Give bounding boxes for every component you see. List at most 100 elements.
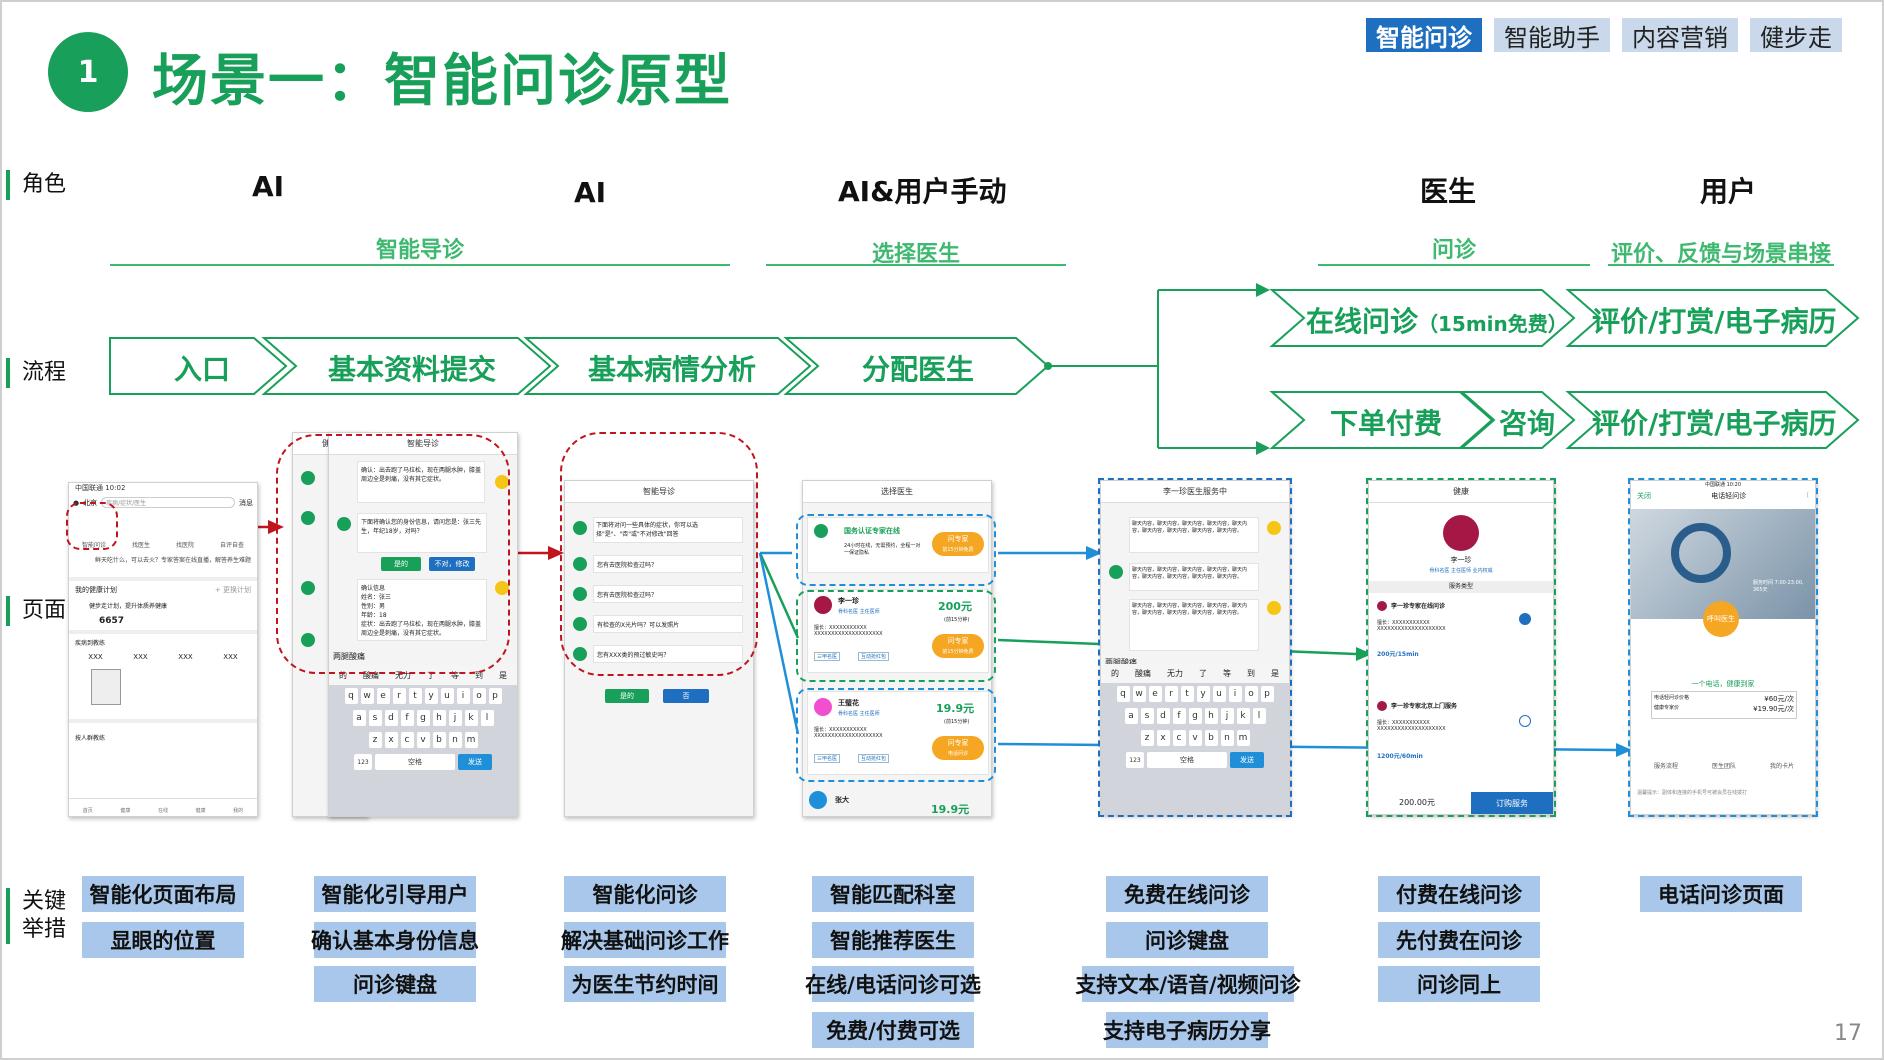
promo-text[interactable]: 鲜天吃什么，可以去火？专家答案在线直播，解答养生难题 <box>95 557 252 564</box>
option-online-title[interactable]: 李一珍专家在线问诊 <box>1391 603 1446 610</box>
key[interactable]: d <box>384 710 398 726</box>
send-key[interactable]: 发送 <box>458 754 492 770</box>
key[interactable]: t <box>1180 686 1194 702</box>
home-tab-self-check[interactable]: 自评自查 <box>219 542 244 549</box>
answer-yes-button[interactable]: 是的 <box>605 689 649 703</box>
key[interactable]: u <box>1212 686 1226 702</box>
key[interactable]: s <box>368 710 382 726</box>
call-doctor-button[interactable]: 呼叫医生 <box>1703 601 1739 637</box>
key[interactable]: t <box>408 688 422 704</box>
key[interactable]: d <box>1156 708 1170 724</box>
suggest-word[interactable]: 到 <box>475 671 483 680</box>
key[interactable]: z <box>368 732 382 748</box>
key[interactable]: v <box>416 732 430 748</box>
key[interactable]: y <box>424 688 438 704</box>
key[interactable]: u <box>440 688 454 704</box>
home-tab-smart-consult[interactable]: 智能问诊 <box>81 542 106 549</box>
consult-keyboard[interactable]: 的 酸痛 无力 了 等 到 是 q w e r t y u i o p <box>329 666 517 816</box>
suggest-word[interactable]: 无力 <box>395 671 411 680</box>
number-key[interactable]: 123 <box>1126 752 1144 768</box>
grid-item[interactable]: XXX <box>88 653 103 661</box>
key[interactable]: r <box>1164 686 1178 702</box>
key[interactable]: l <box>1252 708 1266 724</box>
nav-health-2[interactable]: 健康 <box>195 808 206 814</box>
key[interactable]: x <box>1156 730 1170 746</box>
order-service-button[interactable]: 订购服务 <box>1471 792 1553 814</box>
key[interactable]: q <box>1116 686 1130 702</box>
key[interactable]: o <box>1244 686 1258 702</box>
key[interactable]: h <box>1204 708 1218 724</box>
option-home-title[interactable]: 李一珍专家北京上门服务 <box>1391 703 1458 710</box>
key[interactable]: z <box>1140 730 1154 746</box>
key[interactable]: e <box>1148 686 1162 702</box>
key[interactable]: m <box>1236 730 1250 746</box>
phone-consult-button[interactable]: 问专家电话问诊 <box>932 736 984 760</box>
nav-online[interactable]: 在线 <box>157 808 168 814</box>
consult-keyboard[interactable]: 的 酸痛 无力 了 等 到 是 q w e r t y u i o p <box>1101 664 1289 814</box>
key[interactable]: q <box>344 688 358 704</box>
key[interactable]: f <box>400 710 414 726</box>
key[interactable]: b <box>1204 730 1218 746</box>
nav-home[interactable]: 首页 <box>82 808 93 814</box>
space-key[interactable]: 空格 <box>1147 752 1227 768</box>
key[interactable]: o <box>472 688 486 704</box>
doctor-card-wang[interactable]: 王璧花 骨科名医 主任医师 19.9元 (前15分钟) 擅长：XXXXXXXXX… <box>807 691 989 775</box>
confirm-yes-button[interactable]: 是的 <box>381 557 421 571</box>
key[interactable]: f <box>1172 708 1186 724</box>
key[interactable]: m <box>464 732 478 748</box>
home-tab-find-hospital[interactable]: 找医院 <box>175 542 194 549</box>
key[interactable]: w <box>1132 686 1146 702</box>
answer-no-button[interactable]: 否 <box>663 689 709 703</box>
expert-online-card[interactable]: 国务认证专家在线 24小时在线，无需预约，全程一对一保证隐私 问专家前15分钟免… <box>807 517 989 573</box>
key[interactable]: j <box>1220 708 1234 724</box>
doctor-card-li[interactable]: 李一珍 骨科名医 主任医师 200元 (前15分钟) 擅长：XXXXXXXXXX… <box>807 589 989 673</box>
tab-smart-consult[interactable]: 智能问诊 <box>1366 18 1482 52</box>
checkmark-icon[interactable] <box>1519 613 1531 625</box>
tab-content-marketing[interactable]: 内容营销 <box>1622 18 1738 52</box>
message-link[interactable]: 消息 <box>239 498 253 507</box>
key[interactable]: k <box>464 710 478 726</box>
ask-expert-button[interactable]: 问专家前15分钟免费 <box>932 532 984 556</box>
close-link[interactable]: 关闭 <box>1637 492 1651 500</box>
key[interactable]: c <box>1172 730 1186 746</box>
key[interactable]: n <box>1220 730 1234 746</box>
suggest-word[interactable]: 是 <box>1271 669 1279 678</box>
space-key[interactable]: 空格 <box>375 754 455 770</box>
key[interactable]: i <box>1228 686 1242 702</box>
chat-input[interactable]: 两腿酸痛 <box>333 652 365 661</box>
suggest-word[interactable]: 的 <box>339 671 347 680</box>
key[interactable]: a <box>352 710 366 726</box>
key[interactable]: i <box>456 688 470 704</box>
key[interactable]: p <box>1260 686 1274 702</box>
send-key[interactable]: 发送 <box>1230 752 1264 768</box>
suggest-word[interactable]: 等 <box>1223 669 1231 678</box>
key[interactable]: g <box>416 710 430 726</box>
ask-doctor-button[interactable]: 问专家前15分钟免费 <box>932 634 984 658</box>
key[interactable]: a <box>1124 708 1138 724</box>
grid-item[interactable]: XXX <box>133 653 148 661</box>
my-card-item[interactable]: 我的卡片 <box>1769 763 1794 770</box>
key[interactable]: y <box>1196 686 1210 702</box>
suggest-word[interactable]: 到 <box>1247 669 1255 678</box>
suggest-word[interactable]: 酸痛 <box>1135 669 1151 678</box>
grid-item[interactable]: XXX <box>223 653 238 661</box>
tab-walking[interactable]: 健步走 <box>1750 18 1842 52</box>
chat-input[interactable]: 两腿酸痛 <box>1105 658 1137 667</box>
plan-change-link[interactable]: + 更换计划 <box>214 586 251 594</box>
key[interactable]: n <box>448 732 462 748</box>
suggest-word[interactable]: 的 <box>1111 669 1119 678</box>
key[interactable]: s <box>1140 708 1154 724</box>
confirm-modify-button[interactable]: 不对，修改 <box>429 557 475 571</box>
key[interactable]: k <box>1236 708 1250 724</box>
share-icon[interactable]: ⟨ <box>1806 491 1809 499</box>
service-flow-item[interactable]: 服务流程 <box>1653 763 1678 770</box>
key[interactable]: r <box>392 688 406 704</box>
key[interactable]: b <box>432 732 446 748</box>
key[interactable]: l <box>480 710 494 726</box>
tab-smart-assistant[interactable]: 智能助手 <box>1494 18 1610 52</box>
key[interactable]: j <box>448 710 462 726</box>
radio-empty-icon[interactable] <box>1519 715 1531 727</box>
key[interactable]: h <box>432 710 446 726</box>
key[interactable]: p <box>488 688 502 704</box>
doctor-team-item[interactable]: 医生团队 <box>1711 763 1736 770</box>
